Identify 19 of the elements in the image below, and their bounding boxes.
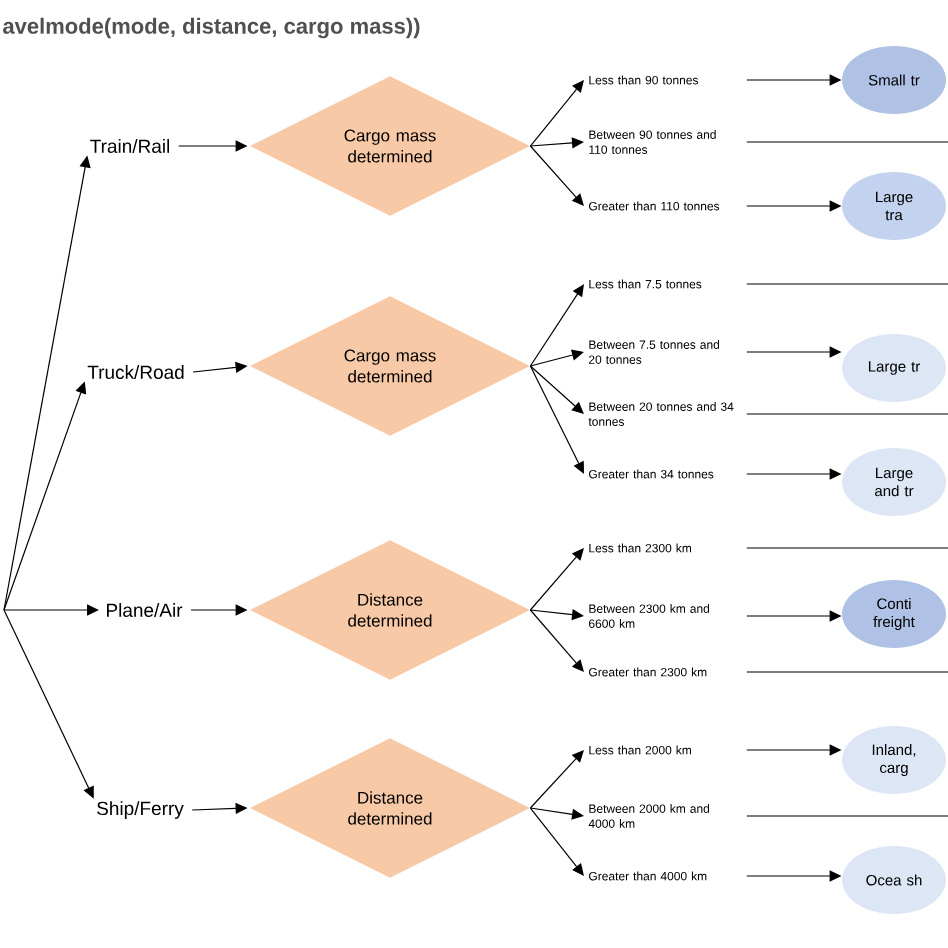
arrow	[529, 365, 584, 474]
arrow	[529, 548, 584, 611]
arrow	[529, 750, 584, 809]
title: avelmode(mode, distance, cargo mass))	[3, 17, 420, 39]
arrow	[529, 609, 584, 672]
arrow	[529, 807, 584, 820]
mode-label: Plane/Air	[107, 603, 183, 617]
mode-label: Ship/Ferry	[97, 801, 184, 819]
mode-label: Truck/Road	[87, 365, 184, 379]
arrow	[529, 365, 584, 414]
arrow	[529, 284, 584, 367]
arrow	[3, 609, 94, 799]
arrow	[529, 80, 584, 147]
arrow	[529, 349, 584, 367]
arrow	[529, 807, 584, 876]
arrow	[529, 137, 584, 149]
arrow	[3, 604, 99, 616]
mode-label: Train/Rail	[90, 139, 169, 153]
arrow	[529, 145, 584, 206]
